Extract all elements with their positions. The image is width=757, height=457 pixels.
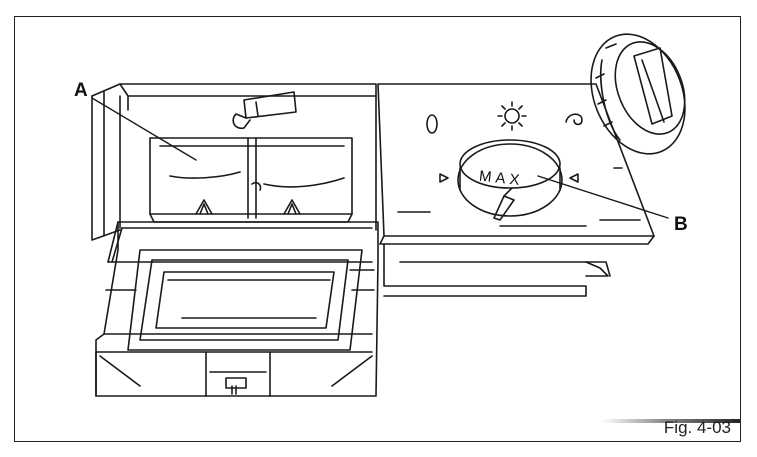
caption-gradient-bar — [602, 419, 741, 423]
panel-symbols — [426, 101, 583, 183]
latch-clip — [232, 91, 297, 130]
dosage-dial — [457, 139, 563, 221]
leader-a — [91, 97, 197, 161]
figure-caption: Fig. 4-03 — [663, 418, 731, 437]
hinged-lid — [95, 221, 379, 397]
callout-label-b: B — [674, 214, 688, 235]
left-housing — [91, 83, 377, 241]
callout-leaders — [91, 97, 669, 219]
callout-label-a: A — [74, 80, 88, 101]
detergent-compartments — [149, 137, 353, 223]
refill-cap — [590, 33, 686, 155]
rinse-aid-panel — [377, 83, 655, 297]
leader-b — [537, 175, 669, 219]
